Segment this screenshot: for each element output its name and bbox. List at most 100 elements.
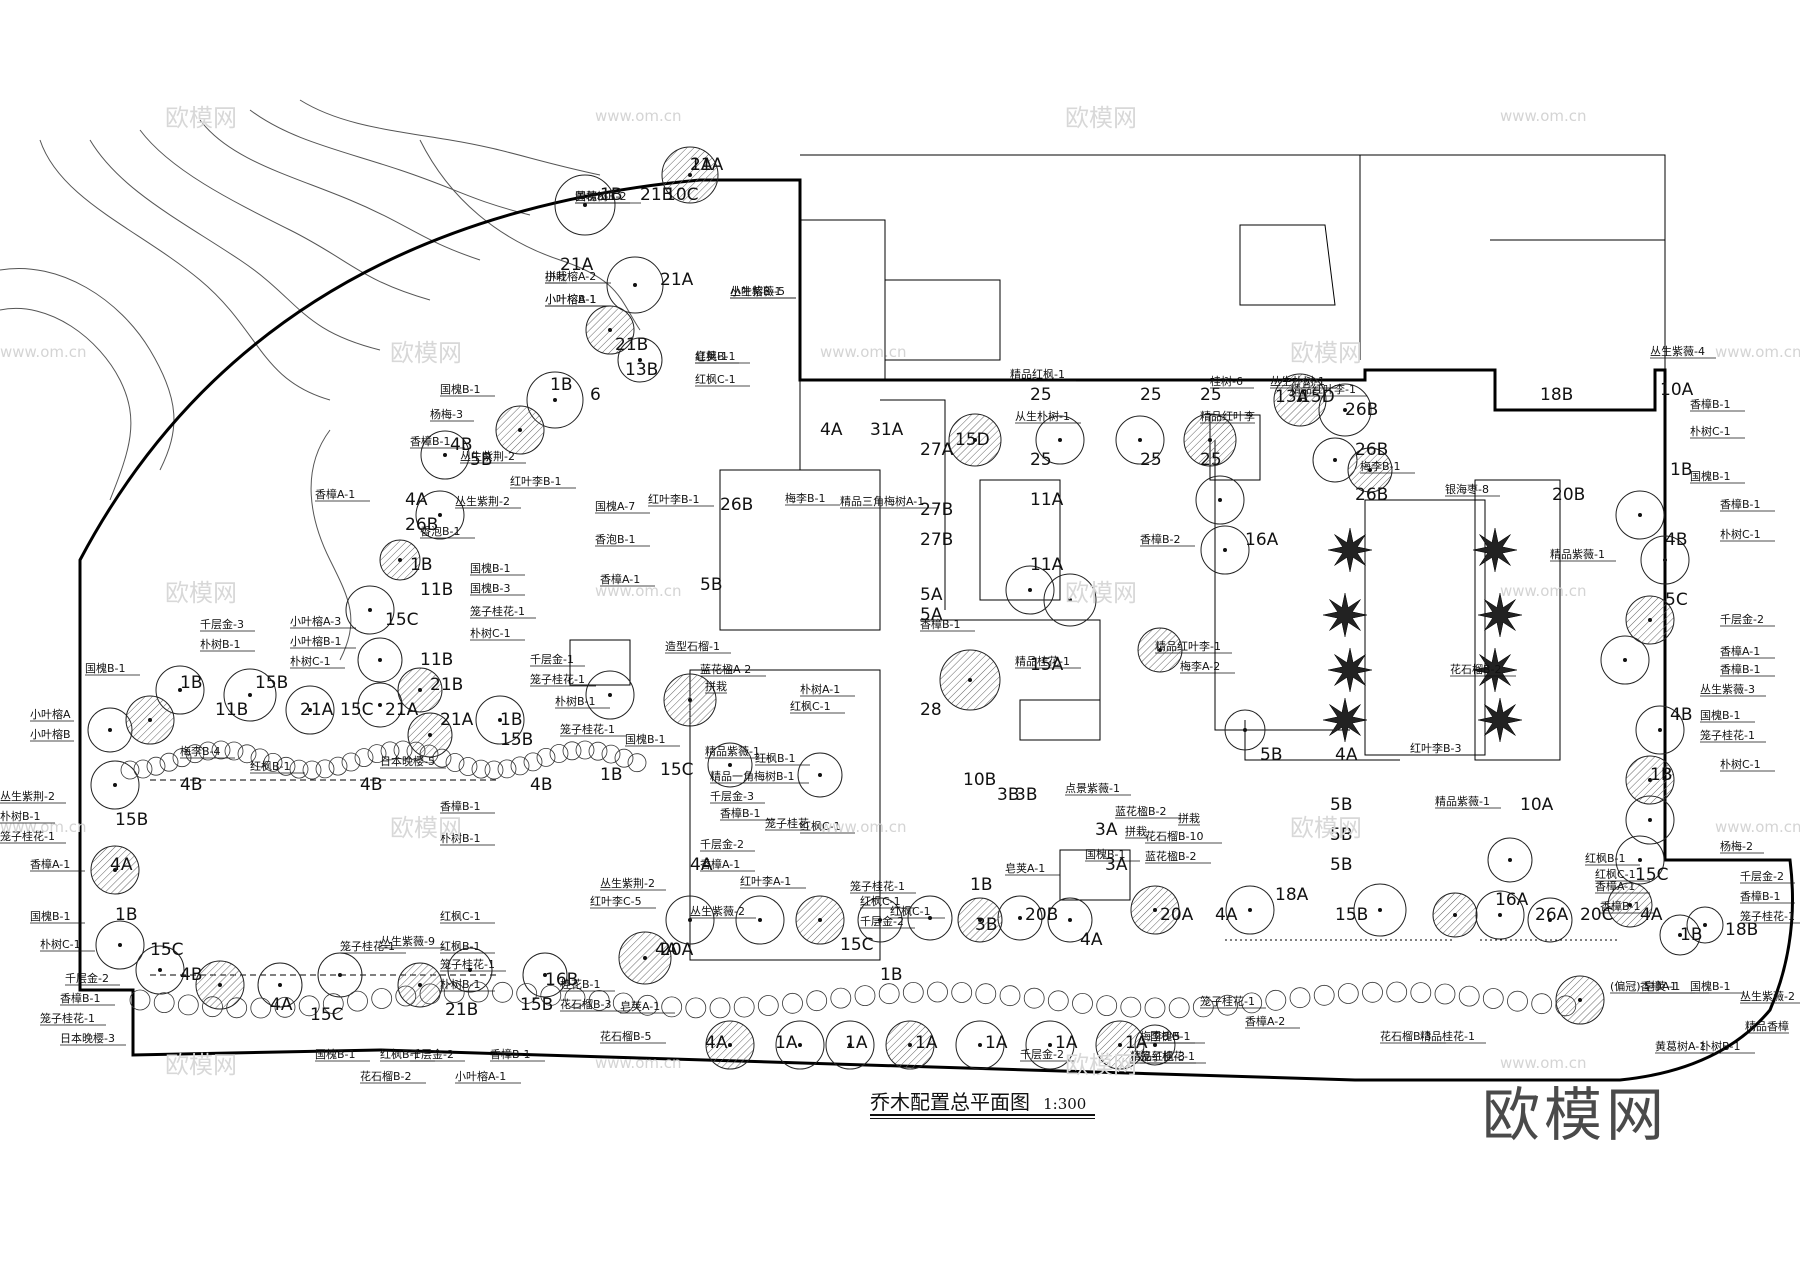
plant-name-label: 笼子桂花-1	[1700, 728, 1755, 742]
tree-trunk-dot	[608, 328, 612, 332]
tree-symbol	[1615, 490, 1665, 540]
tree-code-label: 1A	[690, 155, 713, 175]
shrub-symbol	[497, 759, 517, 779]
watermark-url: www.om.cn	[595, 1054, 682, 1072]
plant-name-label: 银海枣-8	[1445, 482, 1489, 496]
plant-name-label: 千层金-2	[860, 914, 904, 928]
tree-trunk-dot	[758, 918, 762, 922]
tree-code-label: 1B	[410, 555, 432, 575]
shrub-symbol	[510, 756, 530, 776]
plant-name-label: 香樟A-1	[315, 487, 355, 501]
watermark-url: www.om.cn	[0, 343, 87, 361]
shrub-symbol	[757, 995, 779, 1016]
shrub-symbol	[159, 752, 179, 772]
tree-code-label: 20B	[1552, 485, 1585, 505]
shrub-symbol	[878, 983, 900, 1005]
tree-trunk-dot	[1118, 1043, 1122, 1047]
plant-name-label: 香樟B-1	[1720, 662, 1761, 676]
tree-symbol	[1527, 897, 1573, 943]
tree-code-label: 1B	[1680, 925, 1702, 945]
tree-symbol	[90, 760, 140, 810]
plant-name-label: 丛生紫荆-2	[600, 876, 655, 890]
shrub-symbol	[637, 994, 658, 1016]
tree-code-label: 21B	[615, 335, 648, 355]
watermark-url: www.om.cn	[0, 818, 87, 836]
tree-trunk-dot	[818, 918, 822, 922]
tree-code-label: 4A	[1335, 745, 1358, 765]
tree-symbol	[285, 685, 335, 735]
tree-code-label: 1B	[180, 673, 202, 693]
tree-code-label: 20A	[660, 940, 694, 960]
tree-code-label: 25	[1200, 385, 1222, 405]
plant-name-label: 香樟B-1	[1600, 899, 1641, 913]
plant-name-label: 拼栽	[1178, 811, 1200, 825]
plant-name-label: 皂荚A-1	[1005, 861, 1045, 875]
tree-code-label: 4A	[690, 855, 713, 875]
tree-code-label: 15B	[115, 810, 148, 830]
tree-code-label: 11A	[1030, 555, 1064, 575]
plant-name-label: 国槐B-1	[470, 561, 511, 575]
plant-name-label: 精品紫薇-1	[705, 745, 760, 758]
tree-code-label: 15C	[310, 1005, 344, 1025]
plant-name-label: 国槐B-1	[1690, 469, 1731, 483]
tree-code-label: 16A	[1245, 530, 1279, 550]
tree-symbol	[1047, 897, 1093, 943]
tree-code-label: 1B	[880, 965, 902, 985]
plant-name-label: 小叶榕A-1	[545, 292, 596, 306]
plant-name-label: 红枫C-1	[800, 819, 841, 833]
tree-symbol	[1635, 705, 1685, 755]
tree-code-label: 27B	[920, 530, 953, 550]
plant-name-label: 丛生紫薇-2	[1740, 989, 1795, 1003]
plant-name-label: 桂花B-1	[560, 977, 601, 991]
tree-code-label: 20B	[1025, 905, 1058, 925]
tree-code-label: 18A	[1275, 885, 1309, 905]
plant-name-label: 花石榴B-3	[1380, 1029, 1432, 1043]
tree-code-label: 3B	[975, 915, 997, 935]
plant-name-label: 红枫B-1	[695, 349, 736, 363]
plant-name-label: 红叶李B-1	[510, 474, 562, 488]
plant-name-label: 香樟B-1	[60, 991, 101, 1005]
tree-code-label: 21A	[300, 700, 334, 720]
plant-name-label: 千层金-2	[700, 837, 744, 851]
plant-name-label: 红枫B-1	[380, 1047, 421, 1061]
plant-name-label: 笼子桂花-1	[1140, 1049, 1195, 1063]
tree-symbols	[87, 146, 1724, 1070]
tree-trunk-dot	[1243, 728, 1247, 732]
plant-name-label: 丛生紫薇-4	[1650, 344, 1705, 358]
plant-name-label: 蓝花楹B-2	[1145, 849, 1197, 863]
tree-trunk-dot	[1453, 913, 1457, 917]
plant-name-label: 精品香樟	[1745, 1019, 1789, 1033]
tree-code-label: 4B	[1670, 705, 1692, 725]
plant-name-label: 朴树C-1	[1720, 527, 1761, 541]
tree-code-label: 25	[1200, 450, 1222, 470]
tree-symbol	[775, 1020, 825, 1070]
plant-name-label: 朴树B-1	[440, 831, 481, 845]
plant-name-label: 造型石榴-1	[665, 639, 720, 653]
plant-name-label: 笼子桂花-1	[1200, 994, 1255, 1008]
shrub-symbol	[467, 981, 489, 1003]
plant-name-label: 国槐B-3	[470, 581, 511, 595]
tree-trunk-dot	[1058, 438, 1062, 442]
tree-code-label: 4B	[1665, 530, 1687, 550]
drawing-scale: 1:300	[1043, 1095, 1087, 1113]
shrub-symbol	[484, 760, 504, 780]
shrub-symbol	[927, 981, 948, 1003]
tree-trunk-dot	[1153, 908, 1157, 912]
tree-trunk-dot	[1298, 398, 1302, 402]
plant-name-label: 红枫C-1	[860, 894, 901, 908]
tree-symbol	[707, 742, 753, 788]
plant-name-label: 蓝花楹A-2	[700, 662, 751, 676]
tree-symbol	[1686, 906, 1724, 944]
tree-code-label: 20C	[1580, 905, 1614, 925]
tree-trunk-dot	[178, 688, 182, 692]
shrub-symbol	[733, 996, 755, 1018]
tree-trunk-dot	[498, 718, 502, 722]
plant-name-labels: 国槐B-1小叶榕A-2小叶榕B-1丛生紫薇-5红枫B-1红枫C-1国槐B-1杨梅…	[0, 189, 1800, 1084]
tree-code-label: 15C	[660, 760, 694, 780]
shrub-symbol	[328, 756, 348, 776]
plant-name-label: 红枫C-1	[1595, 867, 1636, 881]
tree-code-label: 16A	[1495, 890, 1529, 910]
tree-trunk-dot	[1548, 918, 1552, 922]
tree-code-label: 16B	[545, 970, 578, 990]
shrub-symbol	[1410, 982, 1432, 1003]
